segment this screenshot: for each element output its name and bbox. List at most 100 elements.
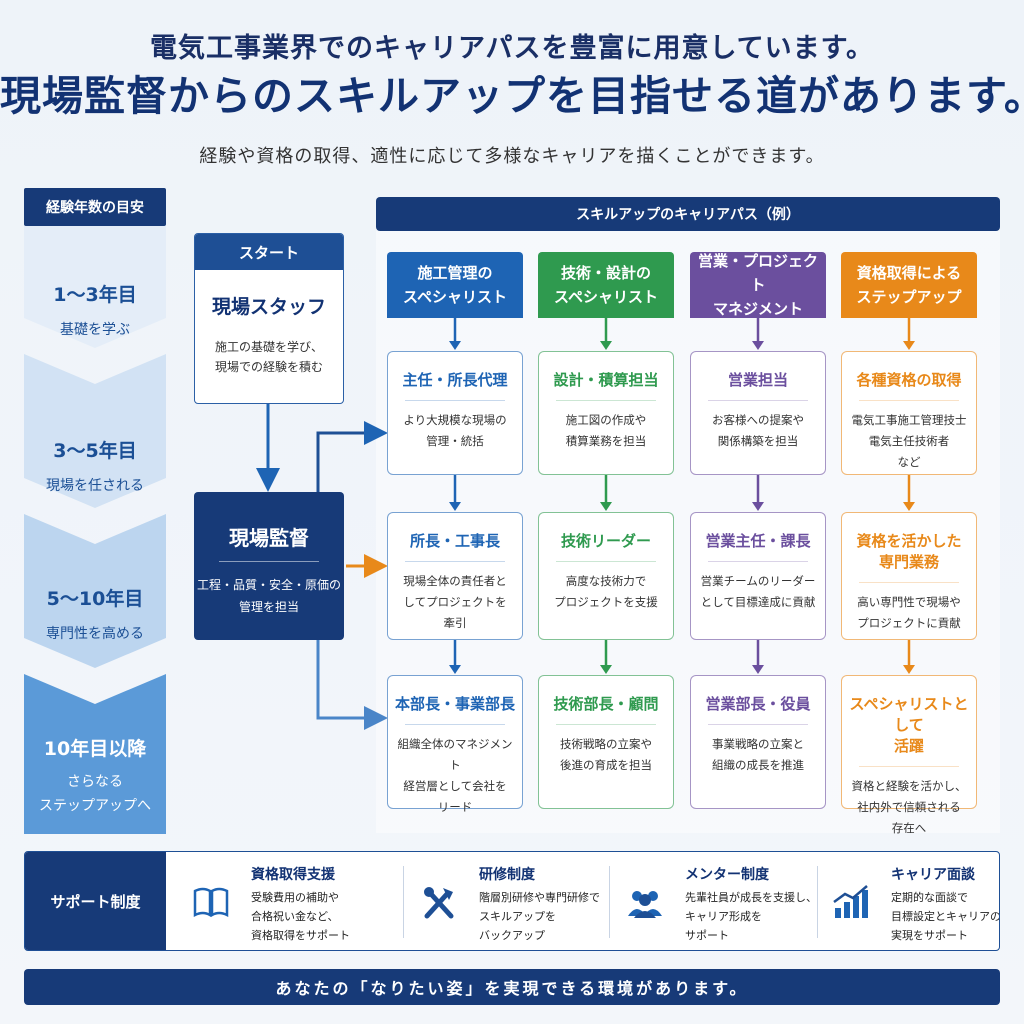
career-step-card: スペシャリストとして活躍資格と経験を活かし、社内外で信頼される存在へ: [841, 675, 977, 835]
experience-heading: 経験年数の目安: [24, 188, 166, 226]
career-step-desc: 組織全体のマネジメント経営層として会社をリード: [388, 734, 522, 818]
career-step-desc: 電気工事施工管理技士電気主任技術者など: [842, 410, 976, 473]
support-desc-line: 合格祝い金など、: [251, 910, 339, 923]
career-step-card: 営業部長・役員事業戦略の立案と組織の成長を推進: [690, 675, 826, 809]
career-step-title-line: 営業担当: [727, 371, 788, 389]
career-step-desc-line: お客様への提案や: [712, 413, 804, 427]
career-step-card: 設計・積算担当施工図の作成や積算業務を担当: [538, 351, 674, 475]
divider: [405, 724, 505, 725]
track-header-line: 営業・プロジェクト: [697, 252, 818, 294]
support-label: サポート制度: [25, 852, 166, 950]
career-step-card: 技術リーダー高度な技術力でプロジェクトを支援: [538, 512, 674, 640]
career-step-desc-line: 資格と経験を活かし、: [851, 779, 967, 793]
experience-years: 1〜3年目: [53, 284, 137, 306]
career-step-desc-line: 施工図の作成や: [565, 413, 647, 427]
career-step-desc: 施工図の作成や積算業務を担当: [539, 410, 673, 452]
career-step-title: 各種資格の取得: [842, 370, 976, 391]
support-item: キャリア面談 定期的な面談で 目標設定とキャリアの 実現をサポート: [831, 852, 999, 950]
career-step-desc-line: 事業戦略の立案と: [712, 737, 804, 751]
career-step-title: 主任・所長代理: [388, 370, 522, 391]
career-step-desc-line: リード: [437, 800, 473, 814]
career-step-desc-line: 技術戦略の立案や: [560, 737, 652, 751]
site-supervisor-title: 現場監督: [229, 526, 309, 550]
experience-desc: さらなる: [67, 774, 123, 790]
support-desc-line: 目標設定とキャリアの: [891, 910, 1000, 923]
career-step-desc: 高い専門性で現場やプロジェクトに貢献: [842, 592, 976, 634]
support-desc-line: スキルアップを: [479, 910, 556, 923]
start-label: スタート: [195, 234, 343, 270]
career-step-title-line: 各種資格の取得: [856, 371, 962, 389]
track-header: 施工管理のスペシャリスト: [387, 252, 523, 318]
divider: [859, 582, 959, 583]
career-step-title-line: 所長・工事長: [409, 532, 500, 550]
career-step-desc-line: 管理・統括: [426, 434, 484, 448]
career-step-card: 営業主任・課長営業チームのリーダーとして目標達成に貢献: [690, 512, 826, 640]
support-desc-line: バックアップ: [479, 929, 545, 942]
career-step-card: 営業担当お客様への提案や関係構築を担当: [690, 351, 826, 475]
career-step-title-line: スペシャリストとして: [849, 695, 969, 734]
career-step-title-line: 営業主任・課長: [705, 532, 811, 550]
career-step-desc-line: 積算業務を担当: [565, 434, 647, 448]
career-step-title: 営業部長・役員: [691, 694, 825, 715]
career-step-desc-line: 社内外で信頼される: [857, 800, 961, 814]
support-system-panel: サポート制度 資格取得支援 受験費用の補助や 合格祝い金など、 資格取得をサポー…: [24, 851, 1000, 951]
track-header: 技術・設計のスペシャリスト: [538, 252, 674, 318]
divider: [405, 561, 505, 562]
experience-years: 3〜5年目: [53, 440, 137, 462]
support-desc-line: 受験費用の補助や: [251, 891, 339, 904]
career-step-desc-line: より大規模な現場の: [403, 413, 507, 427]
page-title: 現場監督からのスキルアップを目指せる道があります。: [0, 72, 1024, 120]
support-desc-line: サポート: [685, 929, 729, 942]
site-supervisor-desc: 管理を担当: [238, 600, 299, 614]
site-supervisor-desc: 工程・品質・安全・原価の: [196, 578, 341, 592]
divider: [708, 561, 808, 562]
support-item: メンター制度 先輩社員が成長を支援し、 キャリア形成を サポート: [625, 852, 817, 950]
footer-message: あなたの「なりたい姿」を実現できる環境があります。: [24, 969, 1000, 1005]
career-step-title-line: 主任・所長代理: [402, 371, 508, 389]
start-desc-line: 施工の基礎を学び、: [214, 340, 323, 354]
track-header-line: スペシャリスト: [403, 288, 507, 306]
support-desc-line: 実現をサポート: [891, 929, 968, 942]
career-step-title: スペシャリストとして活躍: [842, 694, 976, 757]
track-header-line: 技術・設計の: [560, 264, 651, 282]
career-step-desc: 技術戦略の立案や後進の育成を担当: [539, 734, 673, 776]
support-title: キャリア面談: [891, 867, 975, 883]
divider: [405, 400, 505, 401]
support-title: 資格取得支援: [251, 867, 335, 883]
experience-desc: 現場を任される: [46, 478, 144, 494]
divider: [609, 866, 610, 938]
career-step-desc: 事業戦略の立案と組織の成長を推進: [691, 734, 825, 776]
career-step-desc-line: 電気主任技術者: [868, 434, 950, 448]
career-step-desc: 資格と経験を活かし、社内外で信頼される存在へ: [842, 776, 976, 839]
career-step-card: 本部長・事業部長組織全体のマネジメント経営層として会社をリード: [387, 675, 523, 814]
track-header: 営業・プロジェクトマネジメント: [690, 252, 826, 318]
divider: [219, 561, 319, 562]
career-step-desc-line: 電気工事施工管理技士: [851, 413, 967, 427]
career-step-desc-line: 牽引: [443, 616, 467, 630]
career-step-desc: 高度な技術力でプロジェクトを支援: [539, 571, 673, 613]
career-step-card: 主任・所長代理より大規模な現場の管理・統括: [387, 351, 523, 475]
subtitle: 経験や資格の取得、適性に応じて多様なキャリアを描くことができます。: [199, 146, 825, 167]
career-step-title-line: 設計・積算担当: [553, 371, 659, 389]
track-header-line: ステップアップ: [856, 288, 962, 306]
experience-band-3: 5〜10年目 専門性を高める: [24, 584, 166, 643]
career-step-desc-line: 関係構築を担当: [717, 434, 799, 448]
career-step-desc-line: 後進の育成を担当: [560, 758, 652, 772]
career-step-desc-line: など: [897, 455, 921, 469]
support-title: メンター制度: [685, 867, 769, 883]
career-step-title: 技術部長・顧問: [539, 694, 673, 715]
experience-desc: 専門性を高める: [46, 626, 144, 642]
experience-years: 5〜10年目: [46, 588, 144, 610]
career-step-desc: より大規模な現場の管理・統括: [388, 410, 522, 452]
career-step-title-line: 資格を活かした: [856, 532, 962, 550]
experience-years: 10年目以降: [43, 738, 147, 760]
career-step-title-line: 活躍: [893, 737, 924, 755]
track-header: 資格取得によるステップアップ: [841, 252, 977, 318]
career-step-desc-line: プロジェクトを支援: [554, 595, 658, 609]
divider: [708, 724, 808, 725]
career-step-desc-line: 高い専門性で現場や: [857, 595, 961, 609]
career-step-title: 技術リーダー: [539, 531, 673, 552]
experience-chevrons: [24, 226, 166, 834]
career-step-desc-line: 組織全体のマネジメント: [397, 737, 513, 772]
